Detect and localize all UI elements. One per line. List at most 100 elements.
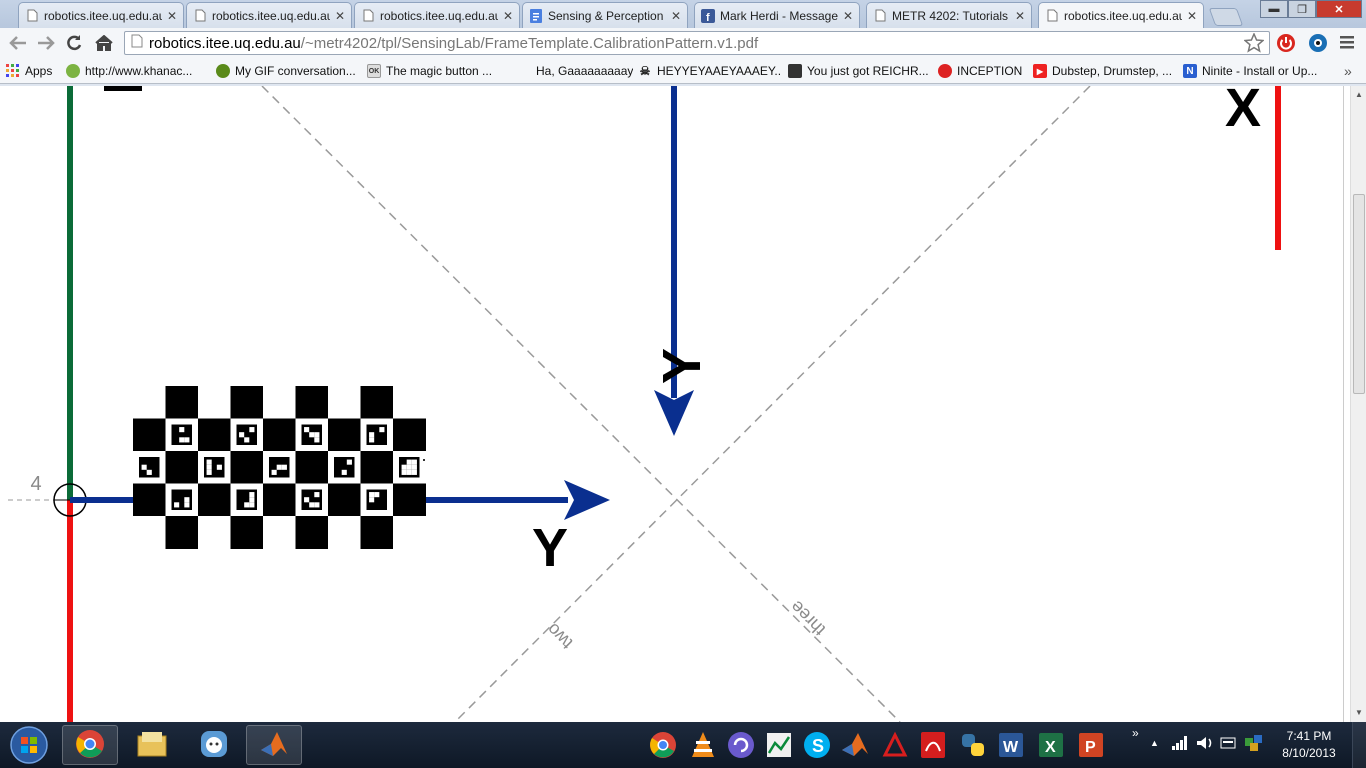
chart-app-icon[interactable]	[764, 730, 794, 760]
torrent-icon[interactable]	[726, 730, 756, 760]
star-bookmark-icon[interactable]	[1243, 32, 1265, 56]
vertical-scrollbar[interactable]: ▲ ▼	[1350, 86, 1366, 722]
checker-square	[230, 386, 264, 419]
page-icon	[873, 9, 887, 23]
maximize-button[interactable]: ❐	[1288, 0, 1316, 18]
scroll-thumb[interactable]	[1353, 194, 1365, 394]
google-docs-icon	[529, 8, 543, 23]
tab-title: robotics.itee.uq.edu.au	[1064, 8, 1182, 23]
tray-expand-icon[interactable]: ▲	[1150, 738, 1159, 748]
tab-6[interactable]: METR 4202: Tutorials ✕	[866, 2, 1032, 28]
red-app-icon[interactable]	[880, 730, 910, 760]
bookmark-label: You just got REICHR...	[807, 64, 929, 78]
checker-square	[133, 386, 166, 419]
taskbar-cat-app-button[interactable]	[186, 725, 242, 765]
aruco-marker	[236, 489, 257, 510]
tray-overflow-icon[interactable]: »	[1132, 726, 1139, 740]
close-icon[interactable]: ✕	[1014, 8, 1025, 23]
bookmark-ha-gay[interactable]: Ha, Gaaaaaaaaay	[517, 61, 633, 81]
bookmark-dubstep[interactable]: ▶Dubstep, Drumstep, ...	[1033, 61, 1175, 81]
checker-square	[230, 451, 264, 484]
close-icon[interactable]: ✕	[670, 8, 681, 23]
aruco-marker	[204, 457, 225, 478]
close-icon[interactable]: ✕	[166, 8, 177, 23]
letter-fragment	[104, 86, 142, 91]
powerpoint-icon[interactable]: P	[1076, 730, 1106, 760]
home-icon[interactable]	[92, 32, 116, 54]
checker-square	[165, 516, 199, 549]
eye-extension-icon[interactable]	[1308, 33, 1328, 56]
bookmarks-overflow-icon[interactable]: »	[1344, 63, 1352, 79]
python-icon[interactable]	[958, 730, 988, 760]
tab-5[interactable]: f Mark Herdi - Messages ✕	[694, 2, 860, 28]
scroll-up-arrow-icon[interactable]: ▲	[1355, 90, 1363, 99]
bookmark-gif-conversation[interactable]: My GIF conversation...	[216, 61, 360, 81]
vlc-icon[interactable]	[688, 730, 718, 760]
pdf-viewport[interactable]: Y Y X 4 two three	[0, 86, 1350, 722]
checker-square	[295, 386, 329, 419]
scroll-down-arrow-icon[interactable]: ▼	[1355, 708, 1363, 717]
chrome-icon[interactable]	[648, 730, 678, 760]
address-bar[interactable]: robotics.itee.uq.edu.au/~metr4202/tpl/Se…	[124, 31, 1270, 55]
bookmark-inception[interactable]: INCEPTION	[938, 61, 1028, 81]
aruco-marker	[139, 457, 160, 478]
bookmark-label: INCEPTION	[957, 64, 1023, 78]
checker-square	[328, 418, 361, 452]
system-clock[interactable]: 7:41 PM 8/10/2013	[1274, 728, 1344, 762]
aruco-marker	[366, 424, 387, 445]
tab-7-active[interactable]: robotics.itee.uq.edu.au ✕	[1038, 2, 1204, 28]
close-icon[interactable]: ✕	[1186, 8, 1197, 23]
tab-2[interactable]: robotics.itee.uq.edu.au ✕	[186, 2, 352, 28]
close-icon[interactable]: ✕	[334, 8, 345, 23]
word-icon[interactable]: W	[996, 730, 1026, 760]
page-info-icon[interactable]	[131, 34, 143, 52]
tab-1[interactable]: robotics.itee.uq.edu.au ✕	[18, 2, 184, 28]
excel-icon[interactable]: X	[1036, 730, 1066, 760]
corner-dot	[423, 459, 425, 461]
bookmark-reichroll[interactable]: You just got REICHR...	[788, 61, 932, 81]
power-extension-icon[interactable]	[1276, 33, 1296, 56]
signal-icon[interactable]	[1172, 736, 1188, 753]
tab-3[interactable]: robotics.itee.uq.edu.au ✕	[354, 2, 520, 28]
bookmark-heyyeyaaeyaaaey[interactable]: ☠HEYYEYAAEYAAAEY...	[638, 61, 780, 81]
forward-arrow-icon[interactable]	[34, 32, 58, 54]
taskbar-explorer-button[interactable]	[124, 725, 180, 765]
close-icon[interactable]: ✕	[842, 8, 853, 23]
reload-icon[interactable]	[62, 32, 86, 54]
clock-time: 7:41 PM	[1286, 729, 1332, 743]
acrobat-icon[interactable]	[918, 730, 948, 760]
taskbar-matlab-button[interactable]	[246, 725, 302, 765]
green-axis-line	[67, 86, 73, 500]
checker-square	[393, 483, 426, 517]
window-close-button[interactable]: ✕	[1316, 0, 1362, 18]
windows-start-orb[interactable]	[8, 725, 50, 765]
bookmark-apps[interactable]: Apps	[6, 61, 52, 81]
url-host: robotics.itee.uq.edu.au	[149, 34, 301, 52]
leaf-icon	[66, 64, 80, 78]
aruco-marker	[366, 489, 387, 510]
tab-title: METR 4202: Tutorials	[892, 8, 1009, 23]
aruco-marker	[171, 424, 192, 445]
taskbar-chrome-button[interactable]	[62, 725, 118, 765]
keyboard-icon[interactable]	[1220, 736, 1236, 753]
matlab-icon[interactable]	[840, 730, 870, 760]
new-tab-button[interactable]	[1208, 8, 1244, 26]
show-desktop-button[interactable]	[1352, 722, 1366, 768]
minimize-button[interactable]: ▬	[1260, 0, 1288, 18]
skype-icon[interactable]: S	[802, 730, 832, 760]
network-shield-icon[interactable]	[1244, 734, 1264, 755]
bookmark-khanacademy[interactable]: http://www.khanac...	[66, 61, 206, 81]
bookmark-label: http://www.khanac...	[85, 64, 193, 78]
blue-arrow-vertical	[671, 86, 677, 398]
menu-icon[interactable]	[1338, 33, 1356, 54]
checker-square	[360, 386, 394, 419]
close-icon[interactable]: ✕	[502, 8, 513, 23]
pdf-page-edge	[1343, 86, 1344, 722]
volume-icon[interactable]	[1196, 736, 1214, 753]
checker-square	[165, 451, 199, 484]
back-arrow-icon[interactable]	[6, 32, 30, 54]
tab-4[interactable]: Sensing & Perception ✕	[522, 2, 688, 28]
svg-text:X: X	[1045, 739, 1056, 756]
